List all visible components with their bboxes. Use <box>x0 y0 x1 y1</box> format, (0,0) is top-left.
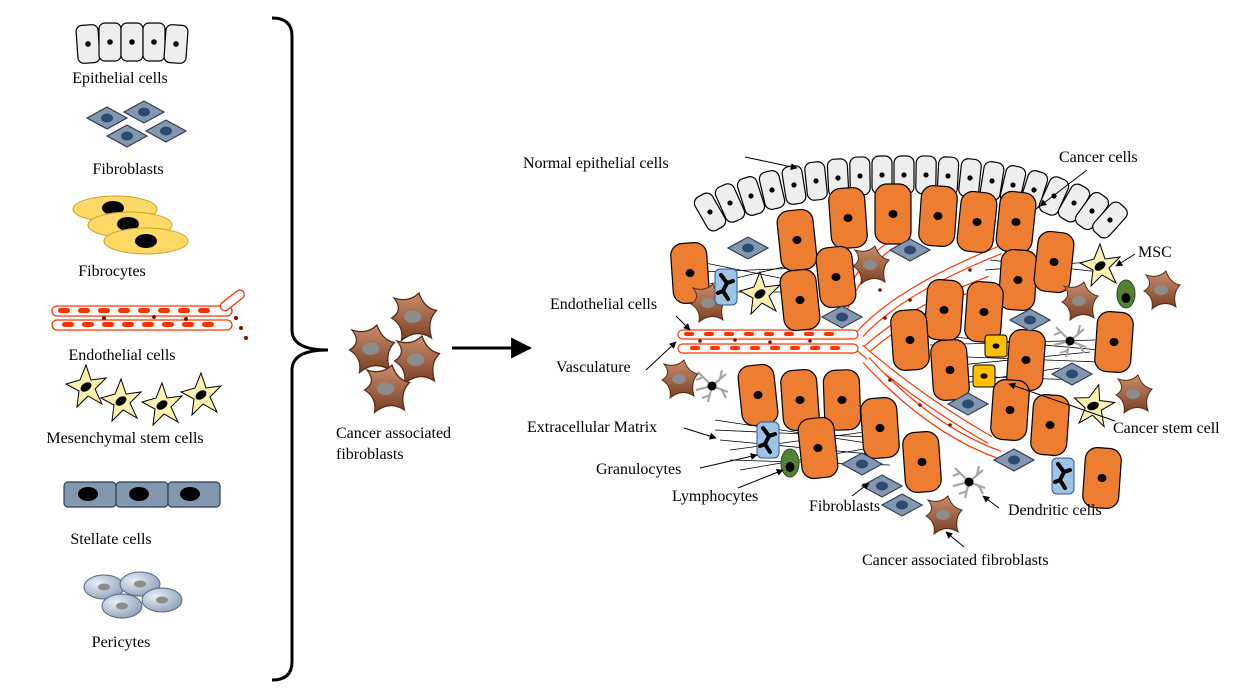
source-label-stellate: Stellate cells <box>70 531 152 548</box>
source-label-pericytes: Pericytes <box>91 634 151 651</box>
annotation-arrows <box>645 156 1136 548</box>
tme-label-vasculature: Vasculature <box>556 359 631 376</box>
pericytes-icon <box>83 571 183 619</box>
fibrocytes-icon <box>72 195 189 255</box>
tme-label-cancer-cells: Cancer cells <box>1059 149 1138 166</box>
tme-label-fibroblasts: Fibroblasts <box>809 498 881 515</box>
tme-label-granulocytes: Granulocytes <box>596 461 682 478</box>
endothelial-cells-icon <box>51 289 248 340</box>
tme-label-ecm: Extracellular Matrix <box>527 419 658 436</box>
source-label-fibrocytes: Fibrocytes <box>78 263 146 280</box>
fibroblasts-icon <box>86 100 187 148</box>
tme-label-normal-epithelial: Normal epithelial cells <box>523 155 669 172</box>
source-label-fibroblasts: Fibroblasts <box>92 161 164 178</box>
tme-label-dendritic: Dendritic cells <box>1008 502 1102 519</box>
grouping-bracket <box>271 16 329 682</box>
tumor-microenvironment <box>645 155 1181 548</box>
caf-cluster-icon <box>348 292 441 414</box>
caf-label-line1: Cancer associated <box>336 425 452 442</box>
epithelial-cells-icon <box>75 22 189 64</box>
tme-label-lymphocytes: Lymphocytes <box>672 488 759 505</box>
msc-icon <box>65 364 222 426</box>
source-label-msc: Mesenchymal stem cells <box>46 430 204 447</box>
caf-label-line2: fibroblasts <box>336 446 404 463</box>
tme-label-msc: MSC <box>1138 244 1172 261</box>
source-label-endothelial: Endothelial cells <box>68 347 176 364</box>
tme-label-cancer-stem: Cancer stem cell <box>1113 420 1220 437</box>
tme-label-caf: Cancer associated fibroblasts <box>862 552 1049 569</box>
source-label-epithelial: Epithelial cells <box>72 70 168 87</box>
tme-label-endothelial: Endothelial cells <box>550 296 658 313</box>
stellate-cells-icon <box>63 481 221 508</box>
